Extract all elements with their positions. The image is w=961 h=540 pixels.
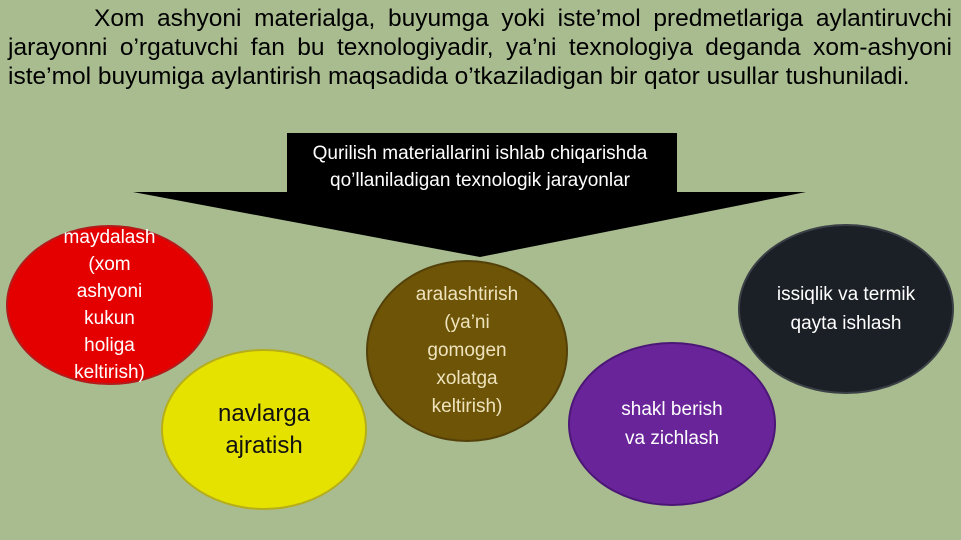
arrow-title: Qurilish materiallarini ishlab chiqarish… [312, 143, 648, 191]
process-sorting-label: navlarga ajratish [217, 399, 311, 459]
process-crushing-label: maydalash (xom ashyoni kukun holiga kelt… [63, 227, 156, 383]
process-crushing-circle: maydalash (xom ashyoni kukun holiga kelt… [6, 225, 213, 385]
process-mixing-circle: aralashtirish (ya’ni gomogen xolatga kel… [366, 260, 568, 442]
process-sorting-circle: navlarga ajratish [161, 349, 367, 510]
process-thermal-label: issiqlik va termik qayta ishlash [776, 284, 916, 334]
process-shaping-label: shakl berish va zichlash [621, 399, 723, 449]
process-thermal-circle: issiqlik va termik qayta ishlash [738, 224, 954, 394]
intro-paragraph: Xom ashyoni materialga, buyumga yoki ist… [8, 5, 952, 90]
process-mixing-label: aralashtirish (ya’ni gomogen xolatga kel… [415, 284, 519, 417]
process-shaping-circle: shakl berish va zichlash [568, 342, 776, 506]
